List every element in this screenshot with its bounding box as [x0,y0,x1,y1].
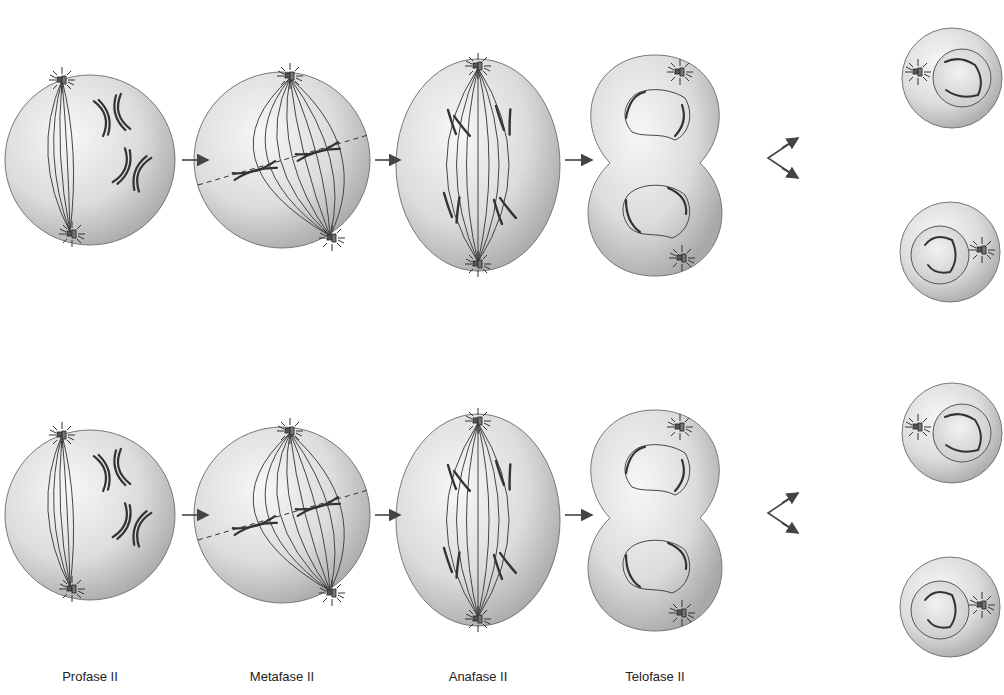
phase-label: Telofase II [625,669,684,684]
phase-label: Anafase II [449,669,508,684]
phase-label: Metafase II [250,669,314,684]
phase-label: Profase II [62,669,118,684]
